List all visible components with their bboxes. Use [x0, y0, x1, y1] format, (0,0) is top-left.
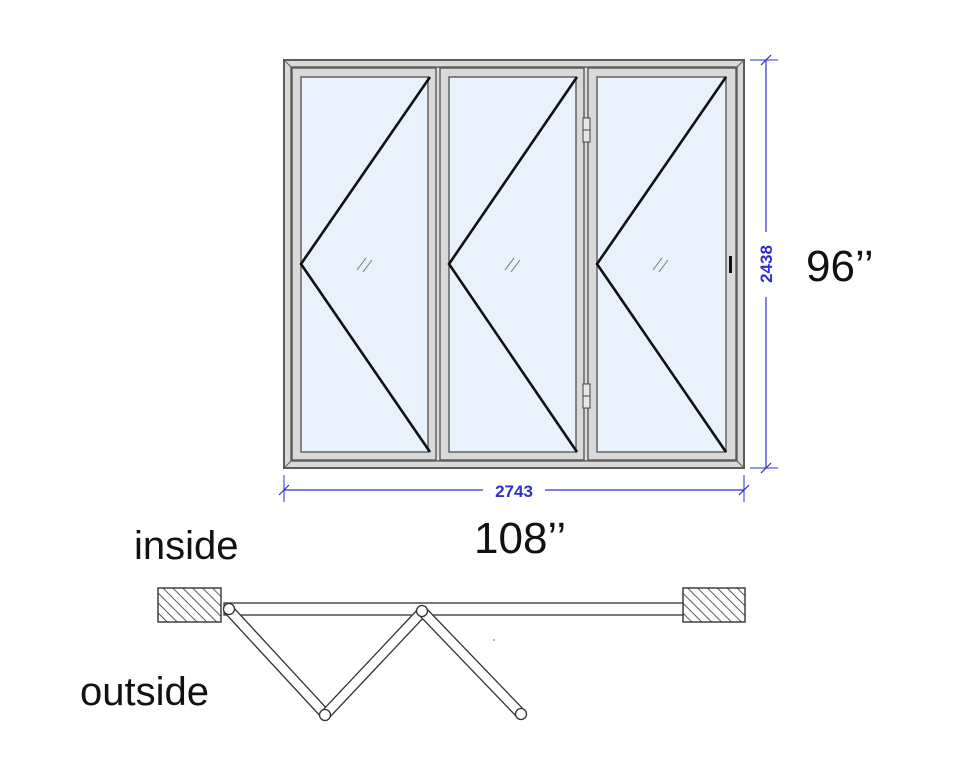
glass-pane-3 — [596, 76, 727, 453]
door-panel-2 — [439, 67, 585, 461]
height-inches-label: 96’’ — [806, 242, 874, 291]
glass-mark-3 — [652, 257, 669, 273]
door-panel-1 — [291, 67, 437, 461]
inner-frame-edge — [290, 66, 738, 462]
wall-left — [157, 587, 222, 623]
speck — [493, 639, 495, 641]
glass-mark-2 — [504, 257, 521, 273]
wall-right — [682, 587, 746, 623]
width-inches-label: 108’’ — [474, 514, 566, 563]
pivot-3 — [415, 604, 429, 618]
inside-label: inside — [134, 524, 239, 568]
door-plan-view — [157, 587, 746, 722]
pivot-1 — [222, 602, 236, 616]
width-mm-label: 2743 — [495, 482, 533, 501]
swing-indicator-2 — [447, 76, 579, 453]
swing-indicator-3 — [595, 76, 728, 453]
closed-position-track — [223, 602, 684, 616]
outside-label: outside — [80, 670, 209, 714]
glass-mark-1 — [356, 257, 373, 273]
height-mm-label: 2438 — [757, 245, 776, 283]
door-panel-3 — [587, 67, 737, 461]
swing-indicator-1 — [299, 76, 432, 453]
door-handle — [729, 256, 732, 273]
pivot-2 — [318, 708, 332, 722]
glass-pane-2 — [448, 76, 577, 453]
height-dimension: 2438 — [750, 54, 778, 474]
door-elevation — [283, 59, 745, 469]
width-dimension: 2743 — [278, 475, 750, 502]
glass-pane-1 — [300, 76, 429, 453]
folded-panels — [224, 606, 526, 719]
pivot-4 — [514, 707, 528, 721]
